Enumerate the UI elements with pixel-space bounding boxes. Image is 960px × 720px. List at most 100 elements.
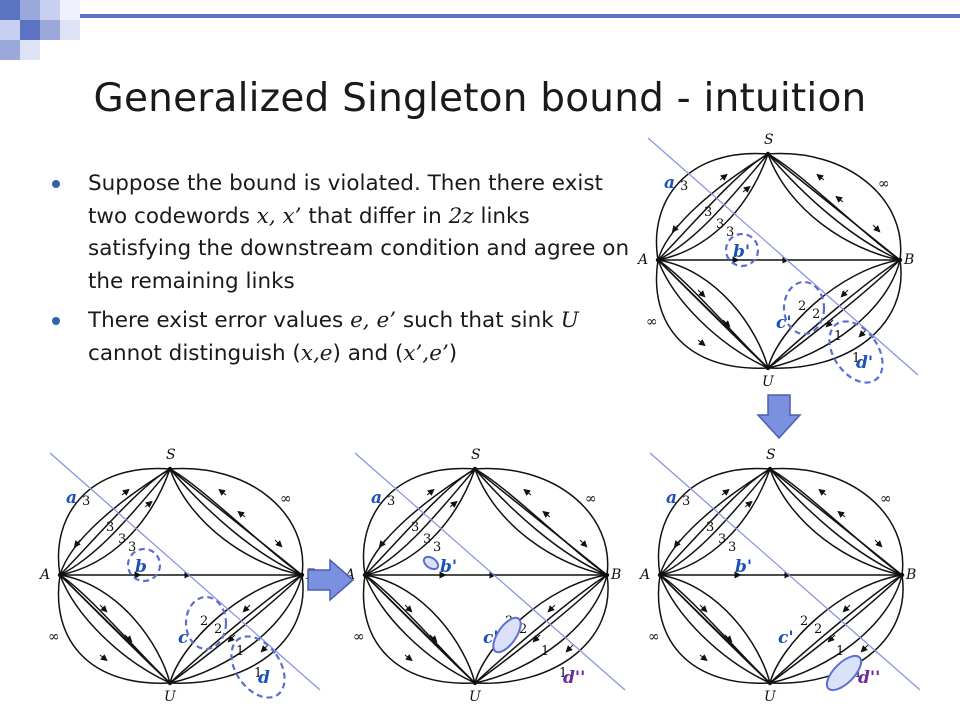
graph-edge [659, 574, 771, 684]
infinity-label: ∞ [353, 629, 365, 645]
bullet-text: links satisfying the downstream conditio… [88, 203, 630, 294]
graph-edge [364, 468, 476, 576]
graph-edge [657, 153, 769, 261]
graph-edge [657, 259, 769, 369]
edge-arrow [449, 500, 458, 508]
edge-weight: 1 [236, 644, 244, 659]
edge-arrow [99, 604, 108, 613]
edge-weight: 1 [836, 644, 844, 659]
edge-weight: 3 [82, 494, 90, 509]
edge-arrow [860, 644, 869, 653]
edge-arrow [699, 654, 708, 662]
cut-label-b: b' [735, 557, 752, 577]
graph-edge [57, 574, 171, 684]
error-ellipse [825, 654, 863, 692]
node-label-sink: U [164, 689, 177, 705]
edge-arrow [429, 634, 438, 643]
graph-node [299, 572, 305, 578]
edge-weight: 3 [128, 540, 136, 555]
edge-arrow [722, 319, 731, 328]
node-label-source: S [166, 447, 176, 463]
graph-edge [364, 574, 476, 684]
graph-node [897, 257, 903, 263]
edge-arrow [835, 195, 844, 203]
graph-edge [474, 468, 608, 576]
cut-label-c: c [178, 628, 189, 648]
infinity-label: ∞ [585, 491, 597, 507]
graph-node [765, 151, 771, 157]
graph-edge [169, 574, 303, 684]
edge-arrow [426, 488, 435, 496]
edge-arrow [73, 539, 81, 548]
graph-edge [659, 468, 771, 576]
cut-line [649, 452, 921, 691]
edge-arrow [242, 604, 251, 613]
infinity-label: ∞ [646, 314, 658, 330]
edge-group-c-highlight [184, 595, 228, 651]
cut-label-b: b' [440, 557, 457, 577]
node-label-a: A [638, 567, 650, 583]
graph-edge [474, 574, 608, 684]
edge-arrow [699, 604, 708, 613]
math-text: x’,e’ [403, 340, 449, 366]
graph-edge [474, 574, 608, 684]
edge-weight: 3 [106, 520, 114, 535]
graph-node [167, 680, 173, 686]
graph-edge [364, 574, 476, 684]
graph-edge [657, 574, 771, 684]
bullet-text: ) and ( [332, 340, 404, 366]
edge-arrow [673, 539, 681, 548]
edge-weight: 3 [718, 532, 726, 547]
graph-edge [769, 468, 903, 576]
bullet-item: Suppose the bound is violated. Then ther… [52, 168, 630, 298]
graph-node [767, 466, 773, 472]
edge-arrow [565, 644, 574, 653]
graph-edge [169, 468, 303, 576]
math-text: 2z [448, 203, 474, 229]
edge-arrow [840, 289, 849, 298]
graph-edge [767, 259, 901, 369]
graph-edges [655, 152, 902, 369]
graph-edge [474, 468, 608, 576]
node-label-sink: U [764, 689, 777, 705]
infinity-label: ∞ [280, 491, 292, 507]
edge-weight: 3 [680, 179, 688, 194]
infinity-label: ∞ [880, 491, 892, 507]
error-ellipse [422, 555, 440, 571]
node-label-source: S [471, 447, 481, 463]
graph-edges [657, 467, 904, 684]
edge-weight: 3 [728, 540, 736, 555]
cut-line [647, 137, 919, 376]
graph-edge [474, 574, 608, 684]
graph-node [167, 466, 173, 472]
node-label-sink: U [762, 374, 775, 390]
edge-weight: 2 [519, 622, 527, 637]
graph-edge [767, 153, 901, 261]
graph-node [57, 572, 63, 578]
edge-arrow [874, 539, 883, 548]
graph-edge [769, 468, 903, 576]
edge-arrow [124, 634, 133, 643]
cut-label-b: b [135, 557, 147, 577]
graph-edge [59, 574, 171, 684]
bullet-list: Suppose the bound is violated. Then ther… [52, 168, 630, 377]
graph-edges [362, 467, 609, 684]
edge-weight: 2 [812, 307, 820, 322]
graph-edge [767, 153, 901, 261]
graph-edge [59, 468, 171, 576]
bullet-text: There exist error values [88, 308, 351, 333]
edge-arrow [274, 539, 283, 548]
graph-edge [655, 152, 769, 261]
edge-arrow [378, 539, 386, 548]
edge-weight: 1 [834, 329, 842, 344]
edge-weight: 1 [559, 666, 567, 681]
graph-edge [657, 153, 769, 261]
graph-edge [659, 468, 771, 576]
graph-node [655, 257, 661, 263]
graph-edge [657, 153, 769, 261]
edge-weight: 3 [706, 520, 714, 535]
edge-weight: 2 [800, 614, 808, 629]
edge-arrow [719, 173, 728, 181]
